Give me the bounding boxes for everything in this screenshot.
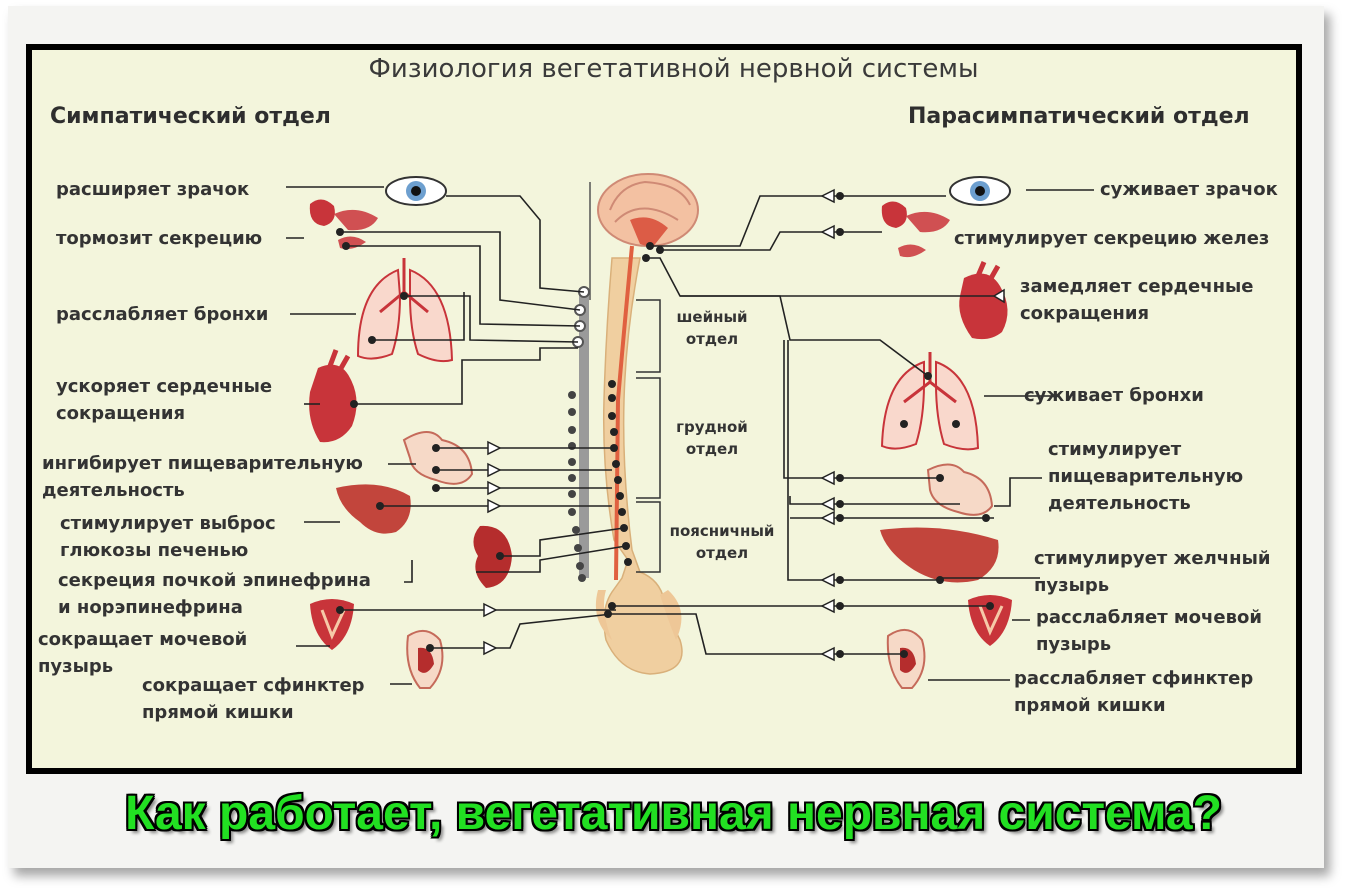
eye-icon-right [949,176,1011,206]
para-label-digestion-1: стимулирует [1048,439,1182,460]
para-label-sphincter-2: прямой кишки [1014,695,1166,716]
section-cervical: шейный отдел [672,306,752,350]
pelvis-right [660,590,682,640]
kidney-icon-left [473,525,512,588]
sympathetic-endpoints [336,228,504,652]
heart-icon-left [309,349,357,443]
sym-label-glucose-1: стимулирует выброс [60,513,276,534]
parasympathetic-fibers [608,189,1094,681]
sym-label-heart-1: ускоряет сердечные [56,376,273,397]
rectum-icon-left [406,629,444,689]
para-label-gallbladder-1: стимулирует желчный [1034,548,1271,569]
lungs-icon-right [880,352,980,451]
para-label-secretion: стимулирует секрецию желез [954,228,1270,249]
stomach-icon-left [402,431,474,485]
section-thoracic: грудной отдел [672,416,752,460]
diagram-title: Физиология вегетативной нервной системы [368,54,979,84]
sym-label-sphincter-2: прямой кишки [142,702,294,723]
para-label-gallbladder-2: пузырь [1034,575,1110,596]
para-label-digestion-3: деятельность [1048,493,1191,514]
sym-label-kidney-2: и норэпинефрина [58,597,243,618]
para-label-sphincter-1: расслабляет сфинктер [1014,668,1254,689]
section-lumbar-line1: поясничный [669,522,775,540]
section-lumbar-line2: отдел [695,544,749,562]
rectum-icon-right [886,629,926,689]
bladder-icon-right [968,595,1012,646]
sym-label-bronchi: расслабляет бронхи [56,304,269,325]
section-brackets [636,299,661,573]
sym-label-pupil: расширяет зрачок [56,179,250,200]
stomach-icon-right [926,463,994,516]
sym-label-kidney-1: секреция почкой эпинефрина [58,570,371,591]
para-label-pupil: суживает зрачок [1100,179,1278,200]
sym-label-digestion-2: деятельность [42,480,185,501]
chain-nodes [568,391,586,582]
sym-label-bladder-1: сокращает мочевой [38,629,248,650]
parasympathetic-arrowheads [820,188,1005,662]
liver-icon-left [336,484,411,534]
section-cervical-line2: отдел [685,330,739,348]
parasympathetic-heading: Парасимпатический отдел [908,104,1250,129]
spinal-cord [614,245,634,581]
eye-icon-left [385,176,447,206]
sym-label-secretion: тормозит секрецию [56,228,263,249]
para-label-digestion-2: пищеварительную [1048,466,1244,487]
lungs-icon-left [356,258,454,363]
sym-label-sphincter-1: сокращает сфинктер [142,675,365,696]
para-label-bladder-2: пузырь [1036,634,1112,655]
section-cervical-line1: шейный [676,308,748,326]
liver-icon-right [880,527,999,583]
salivary-gland-icon-right [881,201,950,258]
sympathetic-heading: Симпатический отдел [50,104,331,129]
brain-icon [597,173,699,248]
section-lumbar: поясничный отдел [662,520,782,564]
section-thoracic-line1: грудной [676,418,748,436]
sympathetic-fibers [286,186,627,685]
para-label-bronchi: суживает бронхи [1024,385,1204,406]
sym-label-bladder-2: пузырь [38,656,114,677]
parasympathetic-points [642,192,994,658]
para-label-bladder-1: расслабляет мочевой [1036,607,1262,628]
para-label-heart-1: замедляет сердечные [1020,276,1254,297]
section-thoracic-line2: отдел [685,440,739,458]
caption: Как работает, вегетативная нервная систе… [125,787,1222,840]
sym-label-digestion-1: ингибирует пищеварительную [42,453,363,474]
sympathetic-arrowheads [483,440,502,656]
heart-icon-right [959,261,1008,340]
sym-label-glucose-2: глюкозы печенью [60,540,249,561]
sym-label-heart-2: сокращения [56,403,185,424]
bladder-icon-left [310,599,354,650]
salivary-gland-icon-left [309,199,378,250]
para-label-heart-2: сокращения [1020,303,1149,324]
